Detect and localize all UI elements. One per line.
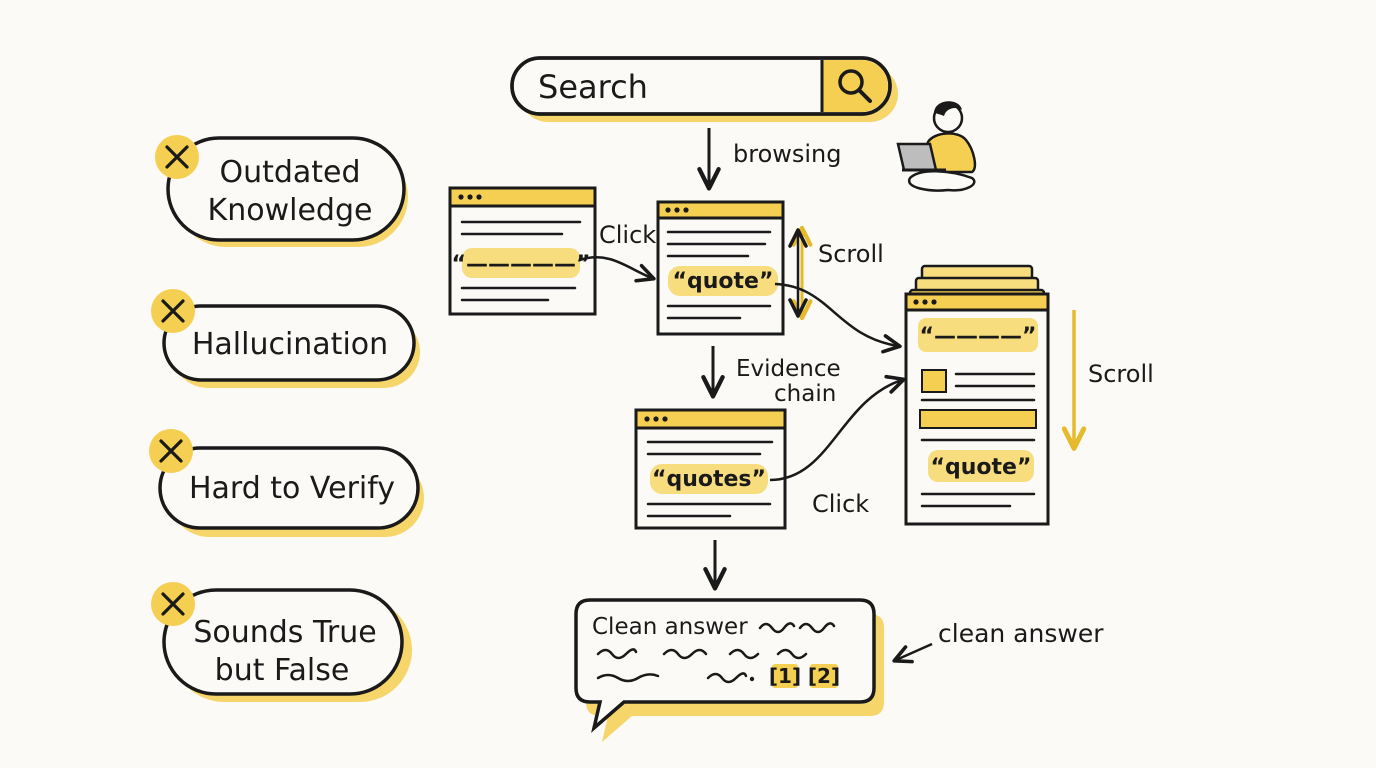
evidence-label-line-1: Evidence — [736, 356, 841, 382]
person-with-laptop-icon — [896, 101, 977, 192]
scroll-label-2: Scroll — [1088, 360, 1154, 388]
citation-2[interactable]: [2] — [808, 664, 840, 688]
problem-hard-to-verify-label: Hard to Verify — [189, 471, 395, 506]
click-arrow-1 — [579, 256, 656, 283]
x-mark-icon — [151, 289, 195, 333]
stack-quote-bottom: “quote” — [931, 455, 1032, 480]
left-page-quote: “—————” — [452, 252, 591, 277]
browser-page-bottom: “quotes” — [634, 408, 787, 530]
x-mark-icon — [155, 135, 199, 179]
answer-text: Clean answer — [592, 614, 748, 640]
problem-sounds-line-2: but False — [215, 653, 350, 688]
search-label: Search — [538, 68, 648, 106]
middle-page-quote: “quote” — [673, 269, 774, 294]
problem-hallucination-label: Hallucination — [192, 327, 388, 362]
problem-outdated-knowledge: Outdated Knowledge — [155, 135, 408, 247]
connector-middle-to-stack — [774, 282, 902, 354]
answer-bubble: Clean answer [1] [2] — [574, 598, 884, 742]
browser-page-left: “—————” — [448, 186, 597, 316]
citation-1[interactable]: [1] — [769, 664, 801, 688]
browsing-label: browsing — [733, 140, 842, 168]
problem-sounds-line-1: Sounds True — [193, 615, 376, 650]
click-label-1: Click — [599, 221, 656, 249]
problem-hallucination: Hallucination — [151, 289, 420, 388]
stack-quote-top: “————” — [920, 324, 1037, 349]
clean-answer-arrow — [892, 642, 933, 664]
search-bar[interactable]: Search — [510, 56, 898, 122]
click-label-2: Click — [812, 490, 869, 518]
stacked-pages: “————” “quote” — [904, 264, 1050, 526]
bottom-page-quote: “quotes” — [652, 467, 766, 492]
magnifier-icon[interactable] — [838, 69, 872, 103]
scroll-label-1: Scroll — [818, 240, 884, 268]
x-mark-icon — [149, 429, 193, 473]
problem-outdated-line-2: Knowledge — [208, 193, 373, 228]
problem-outdated-line-1: Outdated — [219, 155, 360, 190]
browser-page-middle: “quote” — [656, 200, 785, 336]
evidence-label-line-2: chain — [774, 381, 836, 407]
click-arrow-2 — [769, 374, 906, 482]
problem-sounds-true-but-false: Sounds True but False — [151, 582, 412, 702]
clean-answer-label: clean answer — [938, 619, 1104, 648]
problem-hard-to-verify: Hard to Verify — [149, 429, 424, 537]
x-mark-icon — [151, 582, 195, 626]
